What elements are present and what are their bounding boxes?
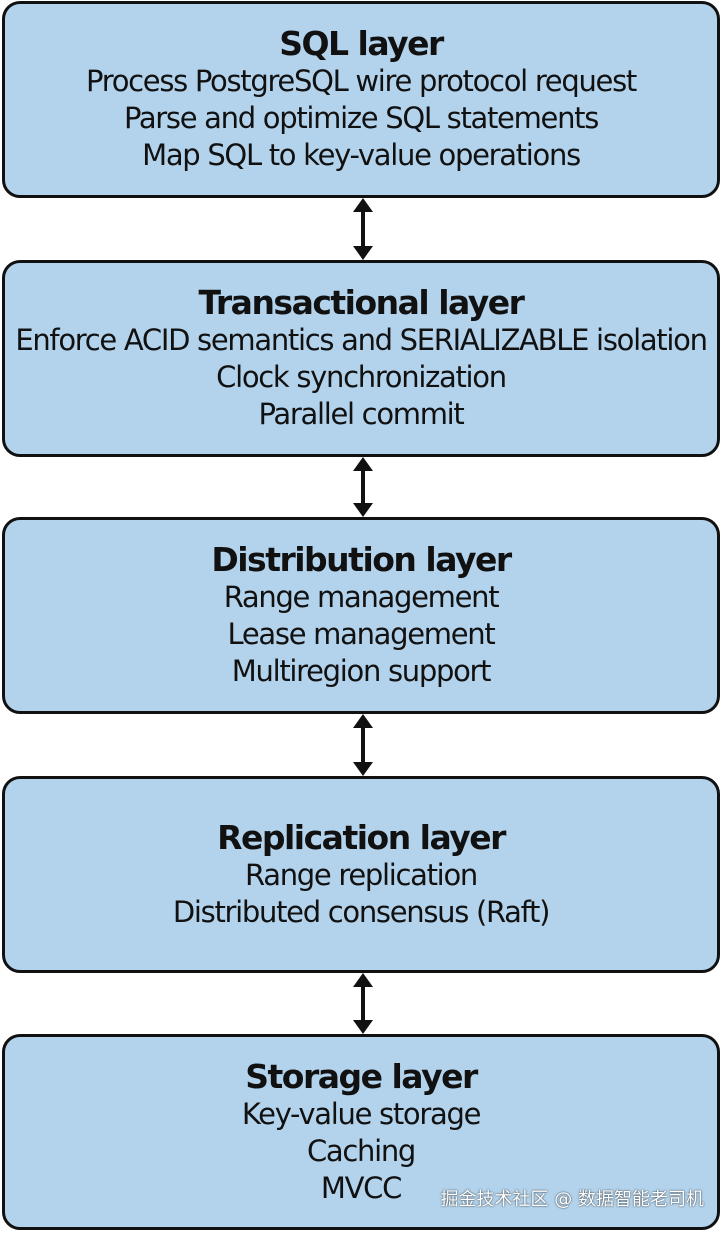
- storage-layer-box: Storage layer Key-value storage Caching …: [2, 1034, 720, 1230]
- storage-layer-item-1: Key-value storage: [241, 1096, 482, 1131]
- sql-layer-box: SQL layer Process PostgreSQL wire protoc…: [2, 1, 720, 198]
- replication-layer-title: Replication layer: [217, 817, 506, 857]
- sql-layer-item-2: Parse and optimize SQL statements: [123, 101, 599, 135]
- distribution-layer-box: Distribution layer Range management Leas…: [2, 517, 720, 714]
- replication-layer-item-2: Distributed consensus (Raft): [172, 894, 551, 929]
- transactional-layer-box: Transactional layer Enforce ACID semanti…: [2, 260, 720, 457]
- distribution-layer-item-3: Multiregion support: [231, 654, 492, 688]
- sql-layer-title: SQL layer: [279, 24, 444, 63]
- replication-layer-item-1: Range replication: [245, 857, 478, 892]
- distribution-layer-item-1: Range management: [223, 580, 500, 614]
- replication-layer-box: Replication layer Range replication Dist…: [2, 776, 720, 973]
- transactional-layer-title: Transactional layer: [198, 283, 525, 322]
- distribution-layer-title: Distribution layer: [211, 540, 512, 579]
- storage-layer-title: Storage layer: [245, 1056, 478, 1096]
- sql-layer-item-3: Map SQL to key-value operations: [142, 138, 581, 172]
- double-arrow-icon: [353, 457, 373, 517]
- distribution-layer-item-2: Lease management: [227, 617, 496, 651]
- double-arrow-icon: [353, 198, 373, 260]
- watermark-text: 掘金技术社区 @ 数据智能老司机: [440, 1189, 704, 1210]
- transactional-layer-item-3: Parallel commit: [258, 397, 465, 431]
- storage-layer-item-2: Caching: [306, 1133, 416, 1168]
- transactional-layer-item-1: Enforce ACID semantics and SERIALIZABLE …: [15, 323, 708, 357]
- double-arrow-icon: [353, 973, 373, 1034]
- sql-layer-item-1: Process PostgreSQL wire protocol request: [86, 64, 637, 98]
- transactional-layer-item-2: Clock synchronization: [216, 360, 507, 394]
- double-arrow-icon: [353, 714, 373, 776]
- storage-layer-item-3: MVCC: [320, 1170, 402, 1205]
